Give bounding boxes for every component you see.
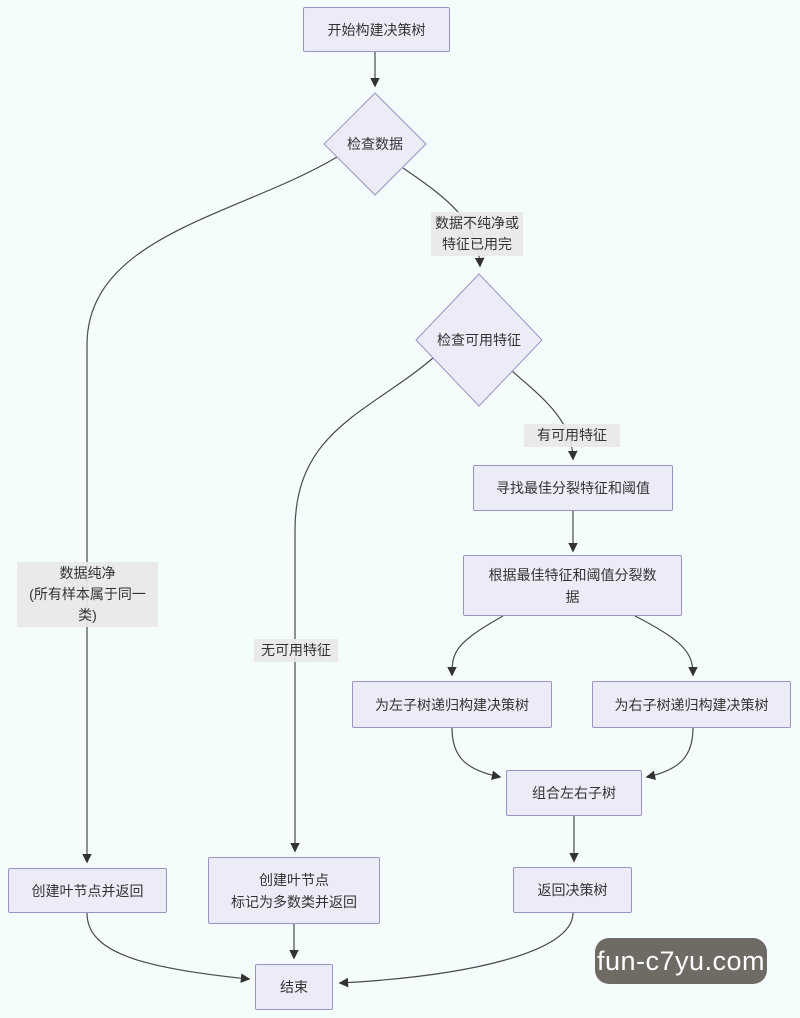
node-right-subtree: 为右子树递归构建决策树 <box>592 681 791 728</box>
node-combine: 组合左右子树 <box>506 770 642 816</box>
edge-label-impure: 数据不纯净或 特征已用完 <box>431 212 523 256</box>
node-return-tree: 返回决策树 <box>513 867 632 913</box>
node-split-data: 根据最佳特征和阈值分裂数 据 <box>463 555 682 616</box>
edge-split-data-to-left-subtree <box>447 615 504 677</box>
edge-leaf-return-to-end <box>86 912 251 983</box>
edge-right-subtree-to-combine <box>645 727 694 780</box>
node-check-data-label: 检查数据 <box>347 136 403 152</box>
edge-check-data-pure-to-leaf-return <box>82 156 338 864</box>
edge-label-no-features: 无可用特征 <box>254 639 338 662</box>
node-start: 开始构建决策树 <box>303 7 450 52</box>
edge-return-tree-to-end <box>338 912 574 988</box>
node-check-features-diamond <box>415 273 543 407</box>
edge-label-has-features: 有可用特征 <box>524 424 620 447</box>
watermark-badge: fun-c7yu.com <box>595 938 767 984</box>
edge-check-features-has-to-find-split <box>511 370 578 461</box>
node-check-data-diamond <box>323 92 427 196</box>
node-check-features-label: 检查可用特征 <box>437 332 521 348</box>
node-leaf-majority: 创建叶节点 标记为多数类并返回 <box>208 857 380 924</box>
edge-check-features-none-to-leaf-majority <box>290 357 434 853</box>
edge-label-pure: 数据纯净 (所有样本属于同一类) <box>17 562 158 627</box>
node-end: 结束 <box>255 964 333 1010</box>
edge-left-subtree-to-combine <box>451 727 502 781</box>
node-find-split: 寻找最佳分裂特征和阈值 <box>473 465 673 511</box>
node-left-subtree: 为左子树递归构建决策树 <box>352 681 552 728</box>
edge-split-data-to-right-subtree <box>634 615 698 677</box>
node-leaf-return: 创建叶节点并返回 <box>8 868 167 913</box>
